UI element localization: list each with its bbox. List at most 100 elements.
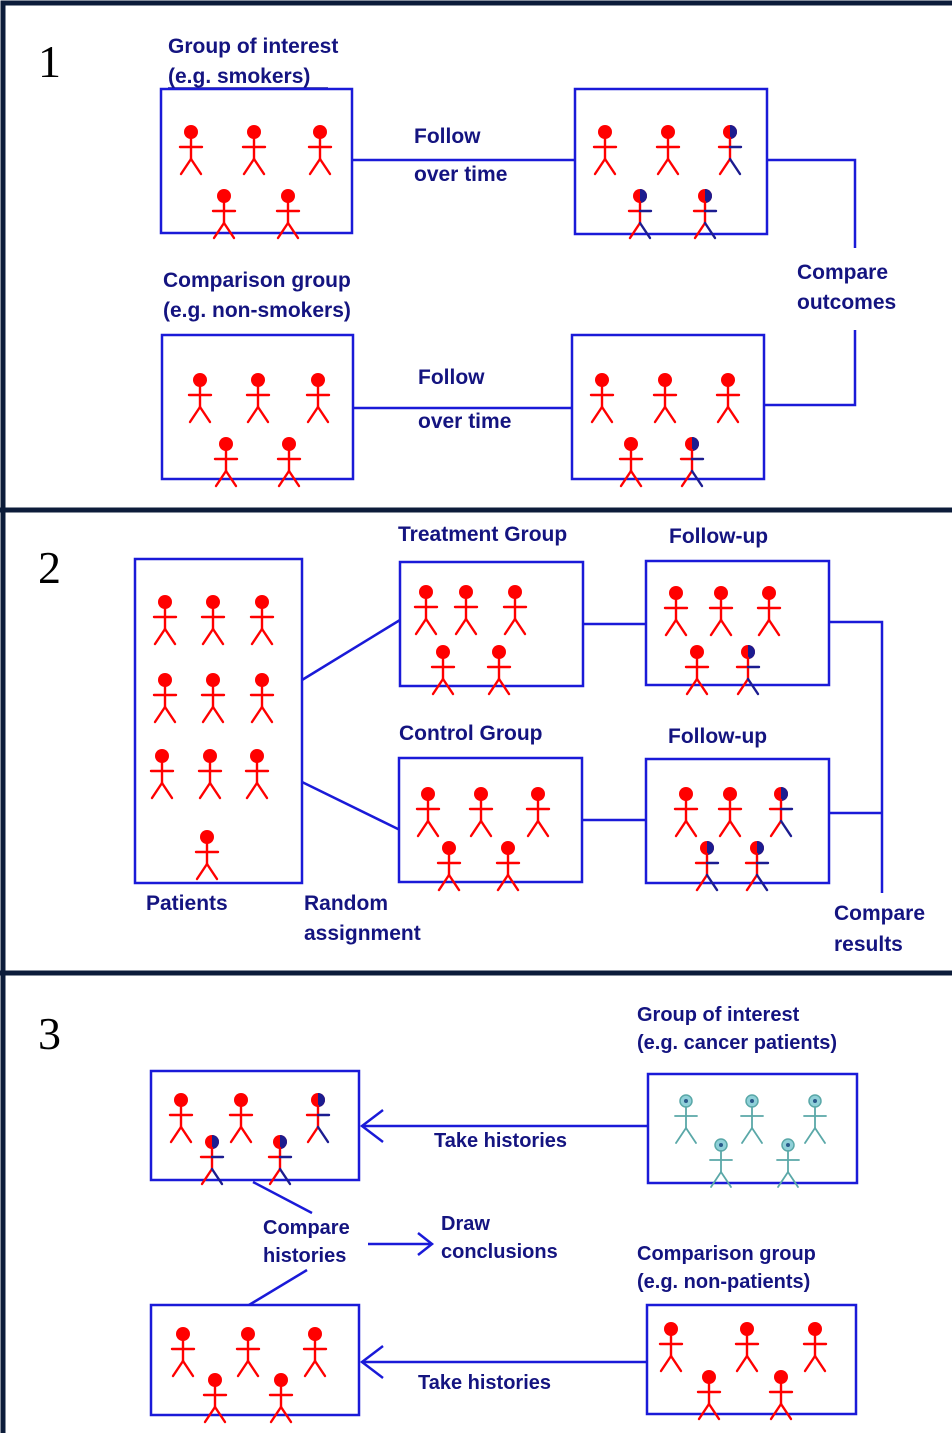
person-figure-healthy [307, 125, 333, 176]
person-figure-healthy [502, 585, 528, 636]
person-leg-left [803, 1354, 817, 1373]
person-leg-right [629, 469, 643, 488]
person-figure-healthy [453, 585, 479, 636]
person-leg-left [757, 618, 771, 637]
person-leg-left [656, 157, 670, 176]
person-leg-left [716, 405, 730, 424]
person-figure-healthy [305, 373, 331, 424]
cohort-compare-line1: Compare [797, 261, 888, 284]
person-figure-healthy [734, 1322, 760, 1373]
person-leg-right [260, 705, 274, 724]
panel-cohort: 1 Group of interest (e.g. smokers) Follo… [38, 35, 896, 488]
person-figure-healthy [302, 1327, 328, 1378]
person-figure-healthy [592, 125, 618, 176]
person-leg-left [268, 1167, 282, 1186]
person-head-dot [684, 1099, 688, 1103]
person-leg-right [703, 221, 717, 240]
person-leg-right [728, 819, 742, 838]
person-head [251, 373, 265, 387]
cohort-compare-bracket [767, 158, 857, 248]
trial-split-lower [301, 780, 401, 832]
person-leg-right [497, 677, 511, 696]
person-head [308, 1327, 322, 1341]
trial-followup-label-bottom: Follow-up [668, 725, 767, 748]
cc-comparison-line1: Comparison group [637, 1243, 816, 1265]
person-leg-right [163, 627, 177, 646]
person-head [474, 787, 488, 801]
cohort-compare-label: Compare outcomes [797, 261, 896, 314]
person-leg-right [424, 617, 438, 636]
person-figure-affected [717, 125, 743, 176]
person-leg-left [169, 1125, 183, 1144]
person-figure-affected [627, 189, 653, 240]
person-leg-right [719, 618, 733, 637]
cohort-interest-end-figures [592, 125, 743, 240]
person-figure-healthy [200, 673, 226, 724]
trial-random-line2: assignment [304, 922, 421, 945]
cc-compare-link-bottom [248, 1268, 308, 1307]
person-leg-left [306, 405, 320, 424]
person-leg-right [728, 157, 742, 176]
person-figure-healthy [211, 189, 237, 240]
person-figure-healthy [197, 749, 223, 800]
person-head-marked [212, 1135, 219, 1149]
person-figure-case [674, 1094, 698, 1144]
panel-number-3: 3 [38, 1008, 61, 1059]
panel-number-1: 1 [38, 36, 61, 87]
person-leg-left [619, 469, 633, 488]
trial-control-figures [415, 787, 551, 892]
person-leg-left [454, 617, 468, 636]
cohort-follow-top-line2: over time [414, 163, 507, 186]
person-head [206, 673, 220, 687]
person-leg-right [278, 1167, 292, 1186]
person-leg-left [674, 819, 688, 838]
trial-split-upper [301, 618, 401, 682]
person-leg-right [600, 405, 614, 424]
cohort-follow-bottom-line1: Follow [418, 366, 485, 389]
cc-comparison-label: Comparison group (e.g. non-patients) [637, 1243, 821, 1293]
person-head [155, 749, 169, 763]
person-leg-right [684, 819, 698, 838]
person-leg-right [189, 157, 203, 176]
person-head [241, 1327, 255, 1341]
cohort-interest-label-line1: Group of interest [168, 35, 338, 58]
cc-conclusions-label: Draw conclusions [441, 1213, 558, 1263]
person-leg-left [303, 1359, 317, 1378]
person-figure-healthy [413, 585, 439, 636]
trial-patient-figures [149, 595, 275, 881]
person-head [193, 373, 207, 387]
person-leg-left [735, 1354, 749, 1373]
person-leg-right [726, 405, 740, 424]
person-figure-healthy [202, 1373, 228, 1424]
person-figure-affected [768, 787, 794, 838]
person-figure-healthy [673, 787, 699, 838]
person-head [436, 645, 450, 659]
person-head [624, 437, 638, 451]
trial-control-followup-figures [673, 787, 794, 892]
person-leg-right [779, 1402, 793, 1421]
person-leg-left [269, 1405, 283, 1424]
person-leg-left [277, 469, 291, 488]
person-leg-left [246, 405, 260, 424]
person-head-dot [786, 1143, 790, 1147]
person-figure-healthy [168, 1093, 194, 1144]
person-leg-right [208, 781, 222, 800]
trial-compare-bracket [829, 620, 884, 893]
person-head [658, 373, 672, 387]
person-leg-right [211, 705, 225, 724]
person-leg-right [814, 1127, 826, 1144]
person-head [740, 1322, 754, 1336]
person-leg-left [308, 157, 322, 176]
person-figure-affected [679, 437, 705, 488]
trial-random-line1: Random [304, 892, 388, 915]
person-head [274, 1373, 288, 1387]
cc-conclusions-arrowhead [417, 1232, 435, 1256]
person-figure-healthy [486, 645, 512, 696]
person-figure-healthy [717, 787, 743, 838]
trial-compare-line1: Compare [834, 902, 925, 925]
person-figure-healthy [658, 1322, 684, 1373]
person-leg-right [464, 617, 478, 636]
person-leg-right [669, 1354, 683, 1373]
person-figure-healthy [187, 373, 213, 424]
